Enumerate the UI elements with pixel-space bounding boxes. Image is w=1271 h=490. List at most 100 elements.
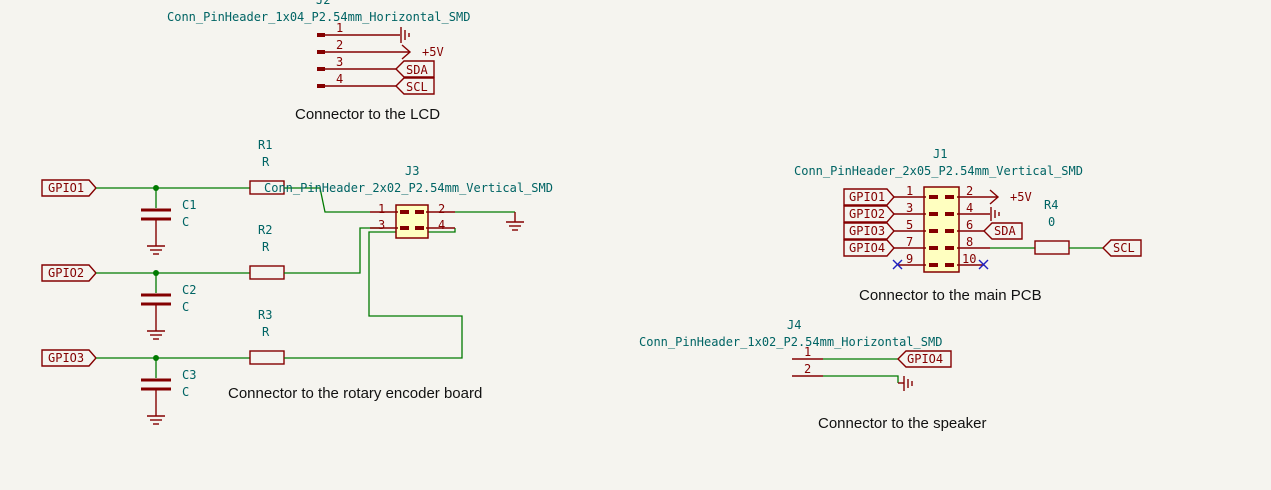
j1-sda-label[interactable]: SDA — [983, 222, 1023, 240]
gpio2-global-label[interactable]: GPIO2 — [41, 264, 97, 282]
r4-ref: R4 — [1044, 198, 1058, 212]
j3-pad1 — [400, 210, 409, 214]
j4-pin2-num: 2 — [804, 362, 811, 376]
j2-scl-label[interactable]: SCL — [395, 77, 435, 95]
j1-pin7-num: 7 — [906, 235, 913, 249]
j1-pad5 — [929, 229, 938, 233]
j1-gpio4-label[interactable]: GPIO4 — [843, 239, 895, 257]
c2-ground-icon — [147, 330, 165, 340]
svg-text:GPIO2: GPIO2 — [849, 207, 885, 221]
j1-gpio1-label[interactable]: GPIO1 — [843, 188, 895, 206]
r2-resistor[interactable] — [249, 265, 285, 280]
j1-ground-icon — [990, 207, 1000, 221]
j4-pin2-wire — [823, 375, 899, 383]
j1-pad4 — [945, 212, 954, 216]
r3-resistor[interactable] — [249, 350, 285, 365]
c2-ref: C2 — [182, 283, 196, 297]
r2-ref: R2 — [258, 223, 272, 237]
j2-sda-label[interactable]: SDA — [395, 60, 435, 78]
j4-note: Connector to the speaker — [818, 415, 986, 432]
j1-pin3-num: 3 — [906, 201, 913, 215]
j3-footprint: Conn_PinHeader_2x02_P2.54mm_Vertical_SMD — [264, 181, 553, 195]
j1-connector[interactable]: J1 Conn_PinHeader_2x05_P2.54mm_Vertical_… — [794, 147, 1142, 304]
j1-gpio2-label[interactable]: GPIO2 — [843, 205, 895, 223]
j2-note: Connector to the LCD — [295, 106, 440, 123]
j2-footprint: Conn_PinHeader_1x04_P2.54mm_Horizontal_S… — [167, 10, 470, 24]
j2-ref: J2 — [316, 0, 330, 7]
svg-text:GPIO1: GPIO1 — [48, 181, 84, 195]
j3-connector[interactable]: J3 Conn_PinHeader_2x02_P2.54mm_Vertical_… — [228, 164, 553, 402]
j1-pin9-num: 9 — [906, 252, 913, 266]
j2-pin2-num: 2 — [336, 38, 343, 52]
j1-pin1-num: 1 — [906, 184, 913, 198]
j4-ground-icon — [898, 376, 913, 391]
c3-value: C — [182, 385, 189, 399]
svg-text:SDA: SDA — [994, 224, 1016, 238]
j2-pin1-pad — [317, 33, 325, 37]
svg-text:GPIO4: GPIO4 — [849, 241, 885, 255]
j4-gpio4-label[interactable]: GPIO4 — [897, 350, 952, 368]
j4-connector[interactable]: J4 Conn_PinHeader_1x02_P2.54mm_Horizonta… — [639, 318, 986, 432]
j1-ref: J1 — [933, 147, 947, 161]
gpio1-global-label[interactable]: GPIO1 — [41, 179, 97, 197]
gpio2-row[interactable]: GPIO2 C2 C R2 R — [41, 223, 380, 340]
j3-body[interactable] — [395, 204, 429, 239]
j1-pad9 — [929, 263, 938, 267]
j1-scl-label[interactable]: SCL — [1102, 239, 1142, 257]
r3-ref: R3 — [258, 308, 272, 322]
j3-pad4 — [415, 226, 424, 230]
j3-note: Connector to the rotary encoder board — [228, 385, 482, 402]
svg-text:SCL: SCL — [406, 80, 428, 94]
r2-value: R — [262, 240, 270, 254]
j1-footprint: Conn_PinHeader_2x05_P2.54mm_Vertical_SMD — [794, 164, 1083, 178]
c2-capacitor[interactable] — [141, 293, 171, 331]
j3-pin2-num: 2 — [438, 202, 445, 216]
j1-pin8-num: 8 — [966, 235, 973, 249]
r3-to-j3-wire — [284, 228, 463, 359]
j1-pad2 — [945, 195, 954, 199]
j1-pin9-no-connect-icon — [892, 259, 903, 270]
j1-power-arrow-icon — [989, 189, 1000, 205]
j1-pad8 — [945, 246, 954, 250]
j2-pin1-num: 1 — [336, 21, 343, 35]
j1-pin5-num: 5 — [906, 218, 913, 232]
c3-capacitor[interactable] — [141, 378, 171, 416]
c1-capacitor[interactable] — [141, 208, 171, 246]
j1-pad6 — [945, 229, 954, 233]
j1-pin10-no-connect-icon — [978, 259, 989, 270]
gpio3-global-label[interactable]: GPIO3 — [41, 349, 97, 367]
j1-pin6-num: 6 — [966, 218, 973, 232]
r4-value: 0 — [1048, 215, 1055, 229]
j2-pin3-num: 3 — [336, 55, 343, 69]
j1-pad10 — [945, 263, 954, 267]
j2-pin4-num: 4 — [336, 72, 343, 86]
j4-footprint: Conn_PinHeader_1x02_P2.54mm_Horizontal_S… — [639, 335, 942, 349]
j1-pad7 — [929, 246, 938, 250]
j2-pin3-pad — [317, 67, 325, 71]
r2-to-j3-wire — [284, 227, 380, 274]
j2-connector[interactable]: J2 Conn_PinHeader_1x04_P2.54mm_Horizonta… — [167, 0, 470, 123]
j1-gpio3-label[interactable]: GPIO3 — [843, 222, 895, 240]
c1-value: C — [182, 215, 189, 229]
gpio1-row[interactable]: GPIO1 C1 C R1 R — [41, 138, 370, 255]
j4-pin1-num: 1 — [804, 345, 811, 359]
j3-ref: J3 — [405, 164, 419, 178]
svg-text:SCL: SCL — [1113, 241, 1135, 255]
r1-value: R — [262, 155, 270, 169]
r3-value: R — [262, 325, 270, 339]
c3-ref: C3 — [182, 368, 196, 382]
c1-ground-icon — [147, 245, 165, 255]
r4-resistor[interactable] — [1034, 240, 1070, 255]
svg-text:GPIO3: GPIO3 — [48, 351, 84, 365]
j2-power-arrow-icon — [401, 44, 412, 60]
svg-text:GPIO1: GPIO1 — [849, 190, 885, 204]
j2-pin2-pad — [317, 50, 325, 54]
j1-pad3 — [929, 212, 938, 216]
gpio3-row[interactable]: GPIO3 C3 C R3 R — [41, 228, 463, 425]
j3-pad2 — [415, 210, 424, 214]
j4-ref: J4 — [787, 318, 801, 332]
j3-ground-icon — [506, 212, 524, 231]
c3-ground-icon — [147, 415, 165, 425]
